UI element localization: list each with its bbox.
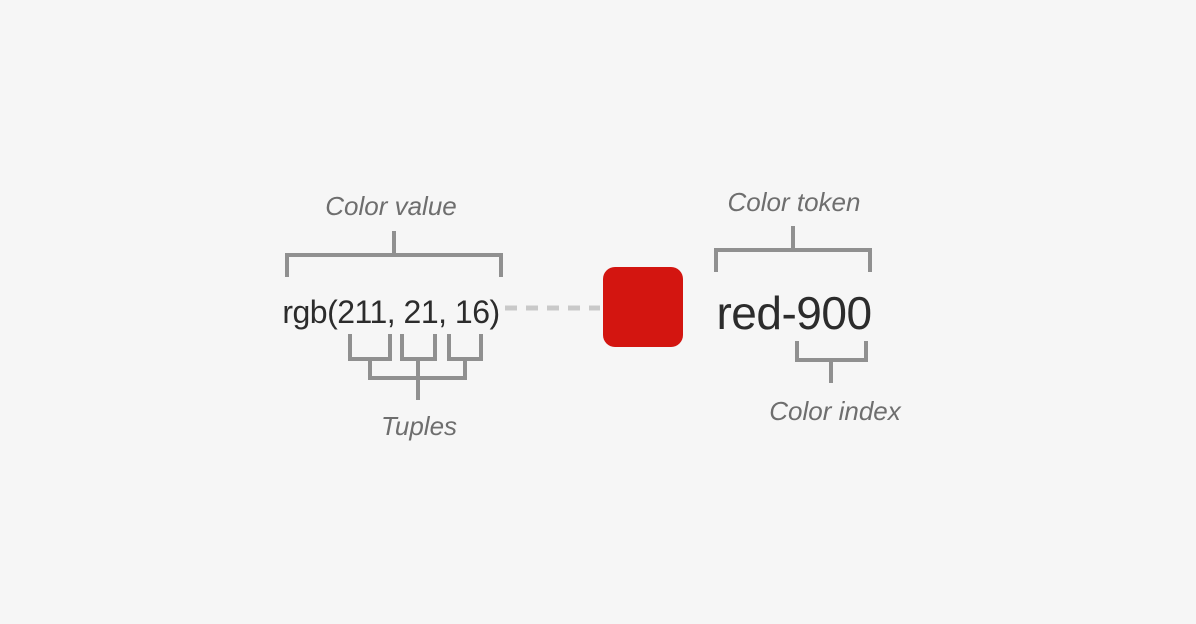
color-index-bracket: [795, 341, 868, 383]
color-value-text: rgb(211, 21, 16): [282, 294, 500, 330]
color-token-label: Color token: [727, 187, 861, 217]
color-index-label: Color index: [769, 396, 901, 426]
color-value-bracket: [285, 231, 503, 277]
tuples-label: Tuples: [380, 411, 458, 441]
color-value-label: Color value: [325, 191, 457, 221]
tuples-bracket: [348, 334, 483, 400]
color-token-bracket: [714, 226, 872, 272]
color-swatch: [603, 267, 683, 347]
color-token-text: red-900: [716, 287, 872, 339]
